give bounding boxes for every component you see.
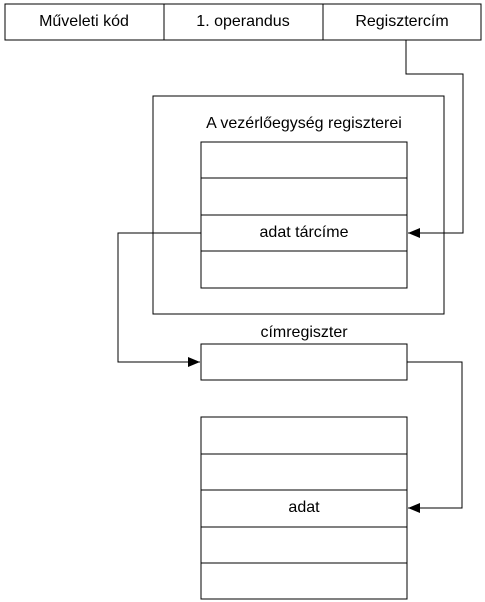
data-label: adat: [288, 499, 320, 516]
data-address-label: adat tárcíme: [260, 224, 349, 241]
register-address-field: [322, 3, 482, 41]
memory-cell-2: [200, 453, 408, 491]
opcode-label: Műveleti kód: [39, 13, 129, 30]
instruction-format: Műveleti kód 1. operandus Regisztercím: [4, 3, 482, 41]
address-register: címregiszter: [200, 324, 408, 381]
address-register-label: címregiszter: [260, 324, 348, 341]
control-unit-registers: A vezérlőegység regiszterei adat tárcíme: [152, 95, 445, 315]
memory-cell-5: [200, 562, 408, 600]
memory: adat: [200, 416, 408, 600]
memory-cell-4: [200, 526, 408, 564]
operand1-label: 1. operandus: [196, 13, 289, 30]
cu-register-4: [200, 250, 408, 289]
control-unit-title: A vezérlőegység regiszterei: [206, 115, 402, 132]
memory-cell-1: [200, 416, 408, 455]
arrow-register-address-to-cu: [405, 40, 464, 238]
arrow-cu-to-address-register: [117, 232, 201, 367]
control-unit-outer-box: [152, 95, 445, 315]
cu-register-2: [200, 177, 408, 216]
address-register-box: [200, 343, 408, 381]
cu-register-1: [200, 141, 408, 179]
register-address-label: Regisztercím: [355, 13, 448, 30]
connectors: [117, 40, 464, 513]
arrow-address-register-to-memory: [407, 361, 463, 513]
